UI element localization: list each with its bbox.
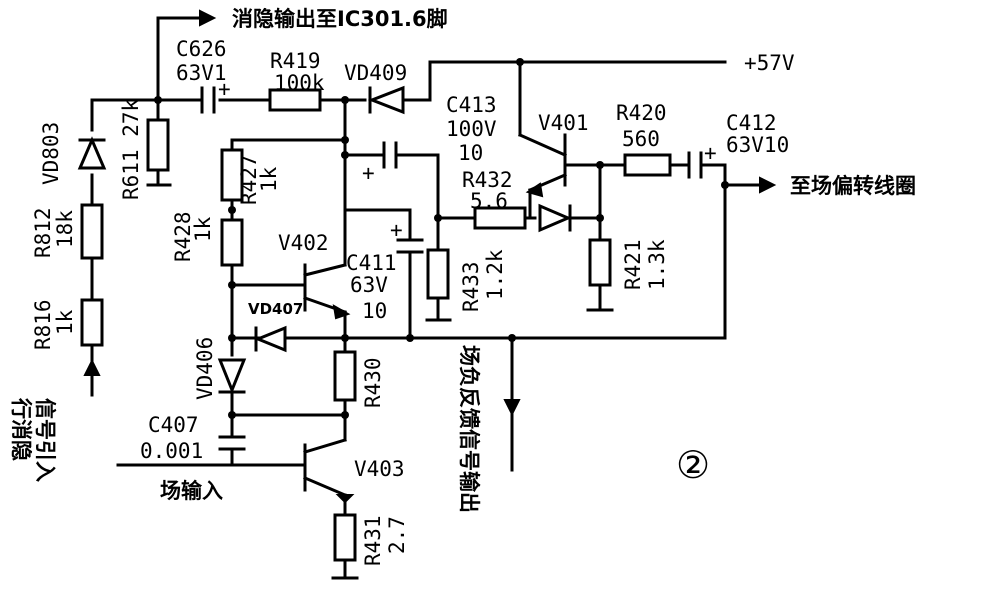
label-r812: R812 [31, 207, 55, 258]
resistor-r427 [220, 148, 244, 202]
label-r433: R433 [459, 261, 483, 312]
arrow-v403-emitter [335, 494, 355, 504]
svg-text:+: + [362, 161, 375, 185]
label-v401: V401 [538, 111, 589, 135]
label-r431-value: 2.7 [385, 516, 409, 554]
resistor-r419 [268, 88, 322, 112]
resistor-r433 [426, 248, 450, 300]
arrow-mute-out [199, 9, 217, 27]
label-r428: R428 [171, 211, 195, 262]
svg-text:+: + [390, 218, 403, 242]
label-c413-voltage: 100V [446, 117, 497, 141]
label-r427: R427 [237, 154, 261, 205]
resistor-r420 [623, 153, 672, 177]
label-c626-value: 63V1 [176, 61, 227, 85]
capacitor-c626 [200, 86, 216, 114]
label-c411-voltage: 63V [350, 273, 388, 297]
label-r432-value: 5.6 [470, 189, 508, 213]
label-to-deflection-coil: 至场偏转线圈 [790, 174, 916, 198]
resistor-r611 [146, 118, 170, 172]
label-c407: C407 [148, 413, 199, 437]
capacitors: + + + + [200, 77, 717, 451]
label-v402: V402 [278, 231, 329, 255]
label-vd803: VD803 [39, 122, 63, 185]
label-vd406: VD406 [193, 337, 217, 400]
diode-vd409 [367, 85, 405, 115]
label-r421-value: 1.3k [645, 239, 669, 290]
diode-vd803 [77, 136, 107, 170]
label-vd409: VD409 [344, 61, 407, 85]
v403-emitter-lead [303, 476, 347, 497]
label-r432: R432 [462, 168, 513, 192]
arrow-line-in [83, 358, 101, 376]
label-r816-value: 1k [53, 309, 77, 335]
svg-text:+: + [704, 141, 717, 165]
label-line-mute-input-1: 行消隐 [9, 397, 33, 461]
resistor-r428 [220, 218, 244, 267]
resistors [80, 88, 672, 562]
label-c413-capacitance: 10 [458, 141, 483, 165]
resistor-r421 [588, 238, 612, 287]
label-vd407: VD407 [248, 300, 303, 318]
label-r812-value: 18k [53, 210, 77, 248]
label-r431: R431 [361, 515, 385, 566]
label-r419-value: 100k [274, 71, 325, 95]
capacitor-c413 [382, 141, 398, 169]
label-r816: R816 [31, 299, 55, 350]
diode-vd407 [254, 325, 287, 353]
resistor-r431 [333, 513, 357, 562]
label-r421: R421 [621, 239, 645, 290]
label-r611: R611 27k [119, 98, 143, 200]
figure-number: ② [676, 443, 710, 487]
label-r428-value: 1k [191, 216, 215, 242]
v402-collector-lead [303, 263, 347, 277]
junctions [154, 58, 729, 419]
label-r420-value: 560 [622, 127, 660, 151]
resistor-r812 [80, 203, 104, 260]
arrow-feedback [503, 399, 521, 417]
label-r427-value: 1k [257, 166, 281, 192]
arrow-to-coil [759, 176, 777, 194]
resistor-r430 [333, 350, 357, 402]
label-c412-value: 63V10 [726, 133, 789, 157]
label-feedback-output: 场负反馈信号输出 [457, 345, 481, 513]
capacitor-polarity-marks: + + + + [218, 77, 717, 242]
arrow-v402-emitter [332, 304, 351, 320]
label-c411-capacitance: 10 [362, 299, 387, 323]
capacitor-c407 [218, 435, 246, 451]
capacitor-c412 [687, 151, 703, 179]
label-r419: R419 [270, 49, 321, 73]
resistor-r432 [473, 206, 527, 230]
diode-v401-base [538, 203, 572, 233]
label-r433-value: 1.2k [483, 249, 507, 300]
v403-collector-lead [303, 438, 347, 454]
label-c413: C413 [446, 93, 497, 117]
arrows [83, 9, 777, 504]
label-c407-value: 0.001 [140, 439, 203, 463]
label-plus-57v: +57V [744, 51, 795, 75]
resistor-r816 [80, 298, 104, 347]
label-v403: V403 [354, 457, 405, 481]
label-field-input: 场输入 [160, 479, 223, 503]
label-c411: C411 [346, 251, 397, 275]
label-mute-output: 消隐输出至IC301.6脚 [232, 7, 448, 31]
v401-collector-lead [518, 133, 567, 157]
label-line-mute-input-2: 信号引入 [33, 398, 57, 482]
capacitor-c411 [396, 238, 424, 254]
label-r420: R420 [616, 101, 667, 125]
label-c412: C412 [726, 111, 777, 135]
arrow-v401-base [525, 182, 544, 198]
label-c626: C626 [176, 37, 227, 61]
labels: 消隐输出至IC301.6脚 C626 63V1 R419 100k VD409 … [9, 7, 916, 566]
svg-text:+: + [218, 77, 231, 101]
label-r430: R430 [361, 357, 385, 408]
diodes [77, 85, 572, 395]
diode-vd406 [217, 358, 247, 395]
